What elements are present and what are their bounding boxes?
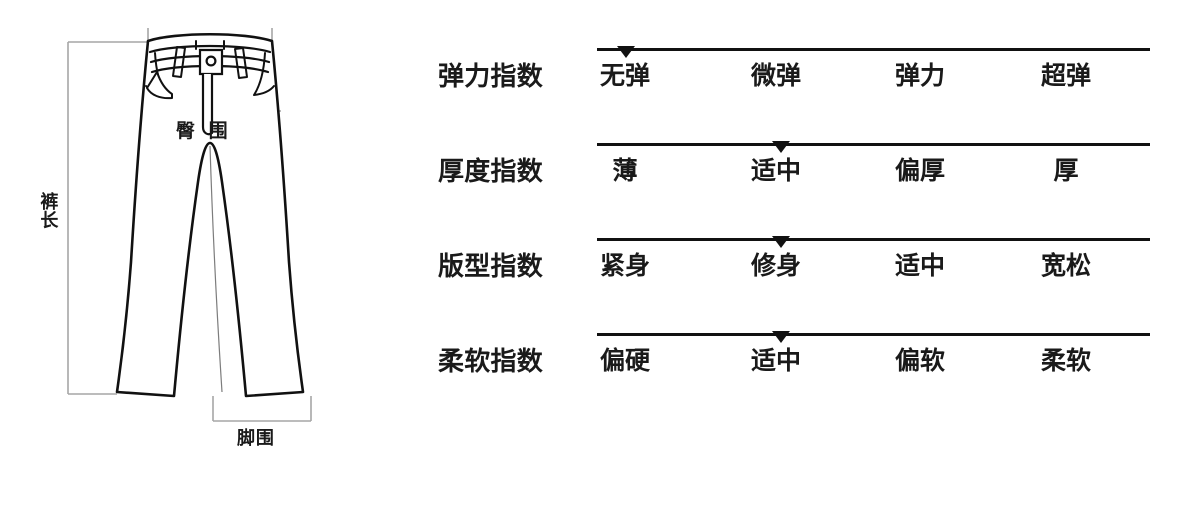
scale-tick-0: 薄 <box>612 157 638 185</box>
fly-and-button <box>198 48 224 136</box>
scale-ticks: 无弹 微弹 弹力 超弹 <box>597 56 1150 106</box>
scale-tick-1: 修身 <box>750 252 801 280</box>
leg-stitching <box>209 145 223 393</box>
fabric-index-panel: 弹力指数 无弹 微弹 弹力 超弹 厚度指数 薄 适中 <box>430 0 1200 521</box>
scale-tick-3: 超弹 <box>1040 62 1091 90</box>
index-scale-track[interactable]: 偏硬 适中 偏软 柔软 <box>597 315 1150 410</box>
scale-tick-2: 偏软 <box>894 347 945 375</box>
scale-tick-2: 弹力 <box>894 62 945 90</box>
index-row-label: 弹力指数 <box>438 61 544 91</box>
scale-line <box>597 143 1150 146</box>
scale-marker-triangle <box>616 46 635 58</box>
scale-tick-2: 偏厚 <box>894 157 945 185</box>
scale-line <box>597 48 1150 51</box>
index-row-fit: 版型指数 紧身 修身 适中 宽松 <box>430 220 1200 315</box>
index-row-label: 柔软指数 <box>438 346 544 376</box>
belt-loops <box>172 40 248 79</box>
pants-outline <box>115 32 305 398</box>
scale-tick-1: 适中 <box>750 157 801 185</box>
scale-marker-triangle <box>771 236 790 248</box>
scale-marker-triangle <box>771 141 790 153</box>
scale-ticks: 薄 适中 偏厚 厚 <box>597 151 1150 201</box>
index-row-thickness: 厚度指数 薄 适中 偏厚 厚 <box>430 125 1200 220</box>
index-row-label: 厚度指数 <box>438 156 544 186</box>
scale-tick-0: 偏硬 <box>599 347 650 375</box>
index-scale-track[interactable]: 无弹 微弹 弹力 超弹 <box>597 30 1150 125</box>
pants-diagram-panel: 臀 围 脚围 裤长 <box>0 0 400 521</box>
hip-measure-label: 臀 围 <box>176 121 232 142</box>
front-pockets <box>145 52 275 100</box>
index-row-label: 版型指数 <box>438 251 544 281</box>
index-scale-track[interactable]: 紧身 修身 适中 宽松 <box>597 220 1150 315</box>
index-row-softness: 柔软指数 偏硬 适中 偏软 柔软 <box>430 315 1200 410</box>
scale-tick-3: 柔软 <box>1040 347 1091 375</box>
scale-tick-1: 适中 <box>750 347 801 375</box>
scale-tick-0: 无弹 <box>599 62 650 90</box>
pant-length-measure-label: 裤长 <box>38 192 59 230</box>
scale-tick-3: 宽松 <box>1040 252 1091 280</box>
scale-tick-3: 厚 <box>1053 157 1079 185</box>
scale-line <box>597 333 1150 336</box>
index-scale-track[interactable]: 薄 适中 偏厚 厚 <box>597 125 1150 220</box>
scale-tick-0: 紧身 <box>599 252 650 280</box>
scale-ticks: 紧身 修身 适中 宽松 <box>597 246 1150 296</box>
index-row-elasticity: 弹力指数 无弹 微弹 弹力 超弹 <box>430 30 1200 125</box>
scale-marker-triangle <box>771 331 790 343</box>
scale-tick-1: 微弹 <box>750 62 801 90</box>
pants-technical-drawing <box>67 28 312 422</box>
hem-measure-label: 脚围 <box>237 428 275 448</box>
scale-line <box>597 238 1150 241</box>
scale-tick-2: 适中 <box>894 252 945 280</box>
scale-ticks: 偏硬 适中 偏软 柔软 <box>597 341 1150 391</box>
